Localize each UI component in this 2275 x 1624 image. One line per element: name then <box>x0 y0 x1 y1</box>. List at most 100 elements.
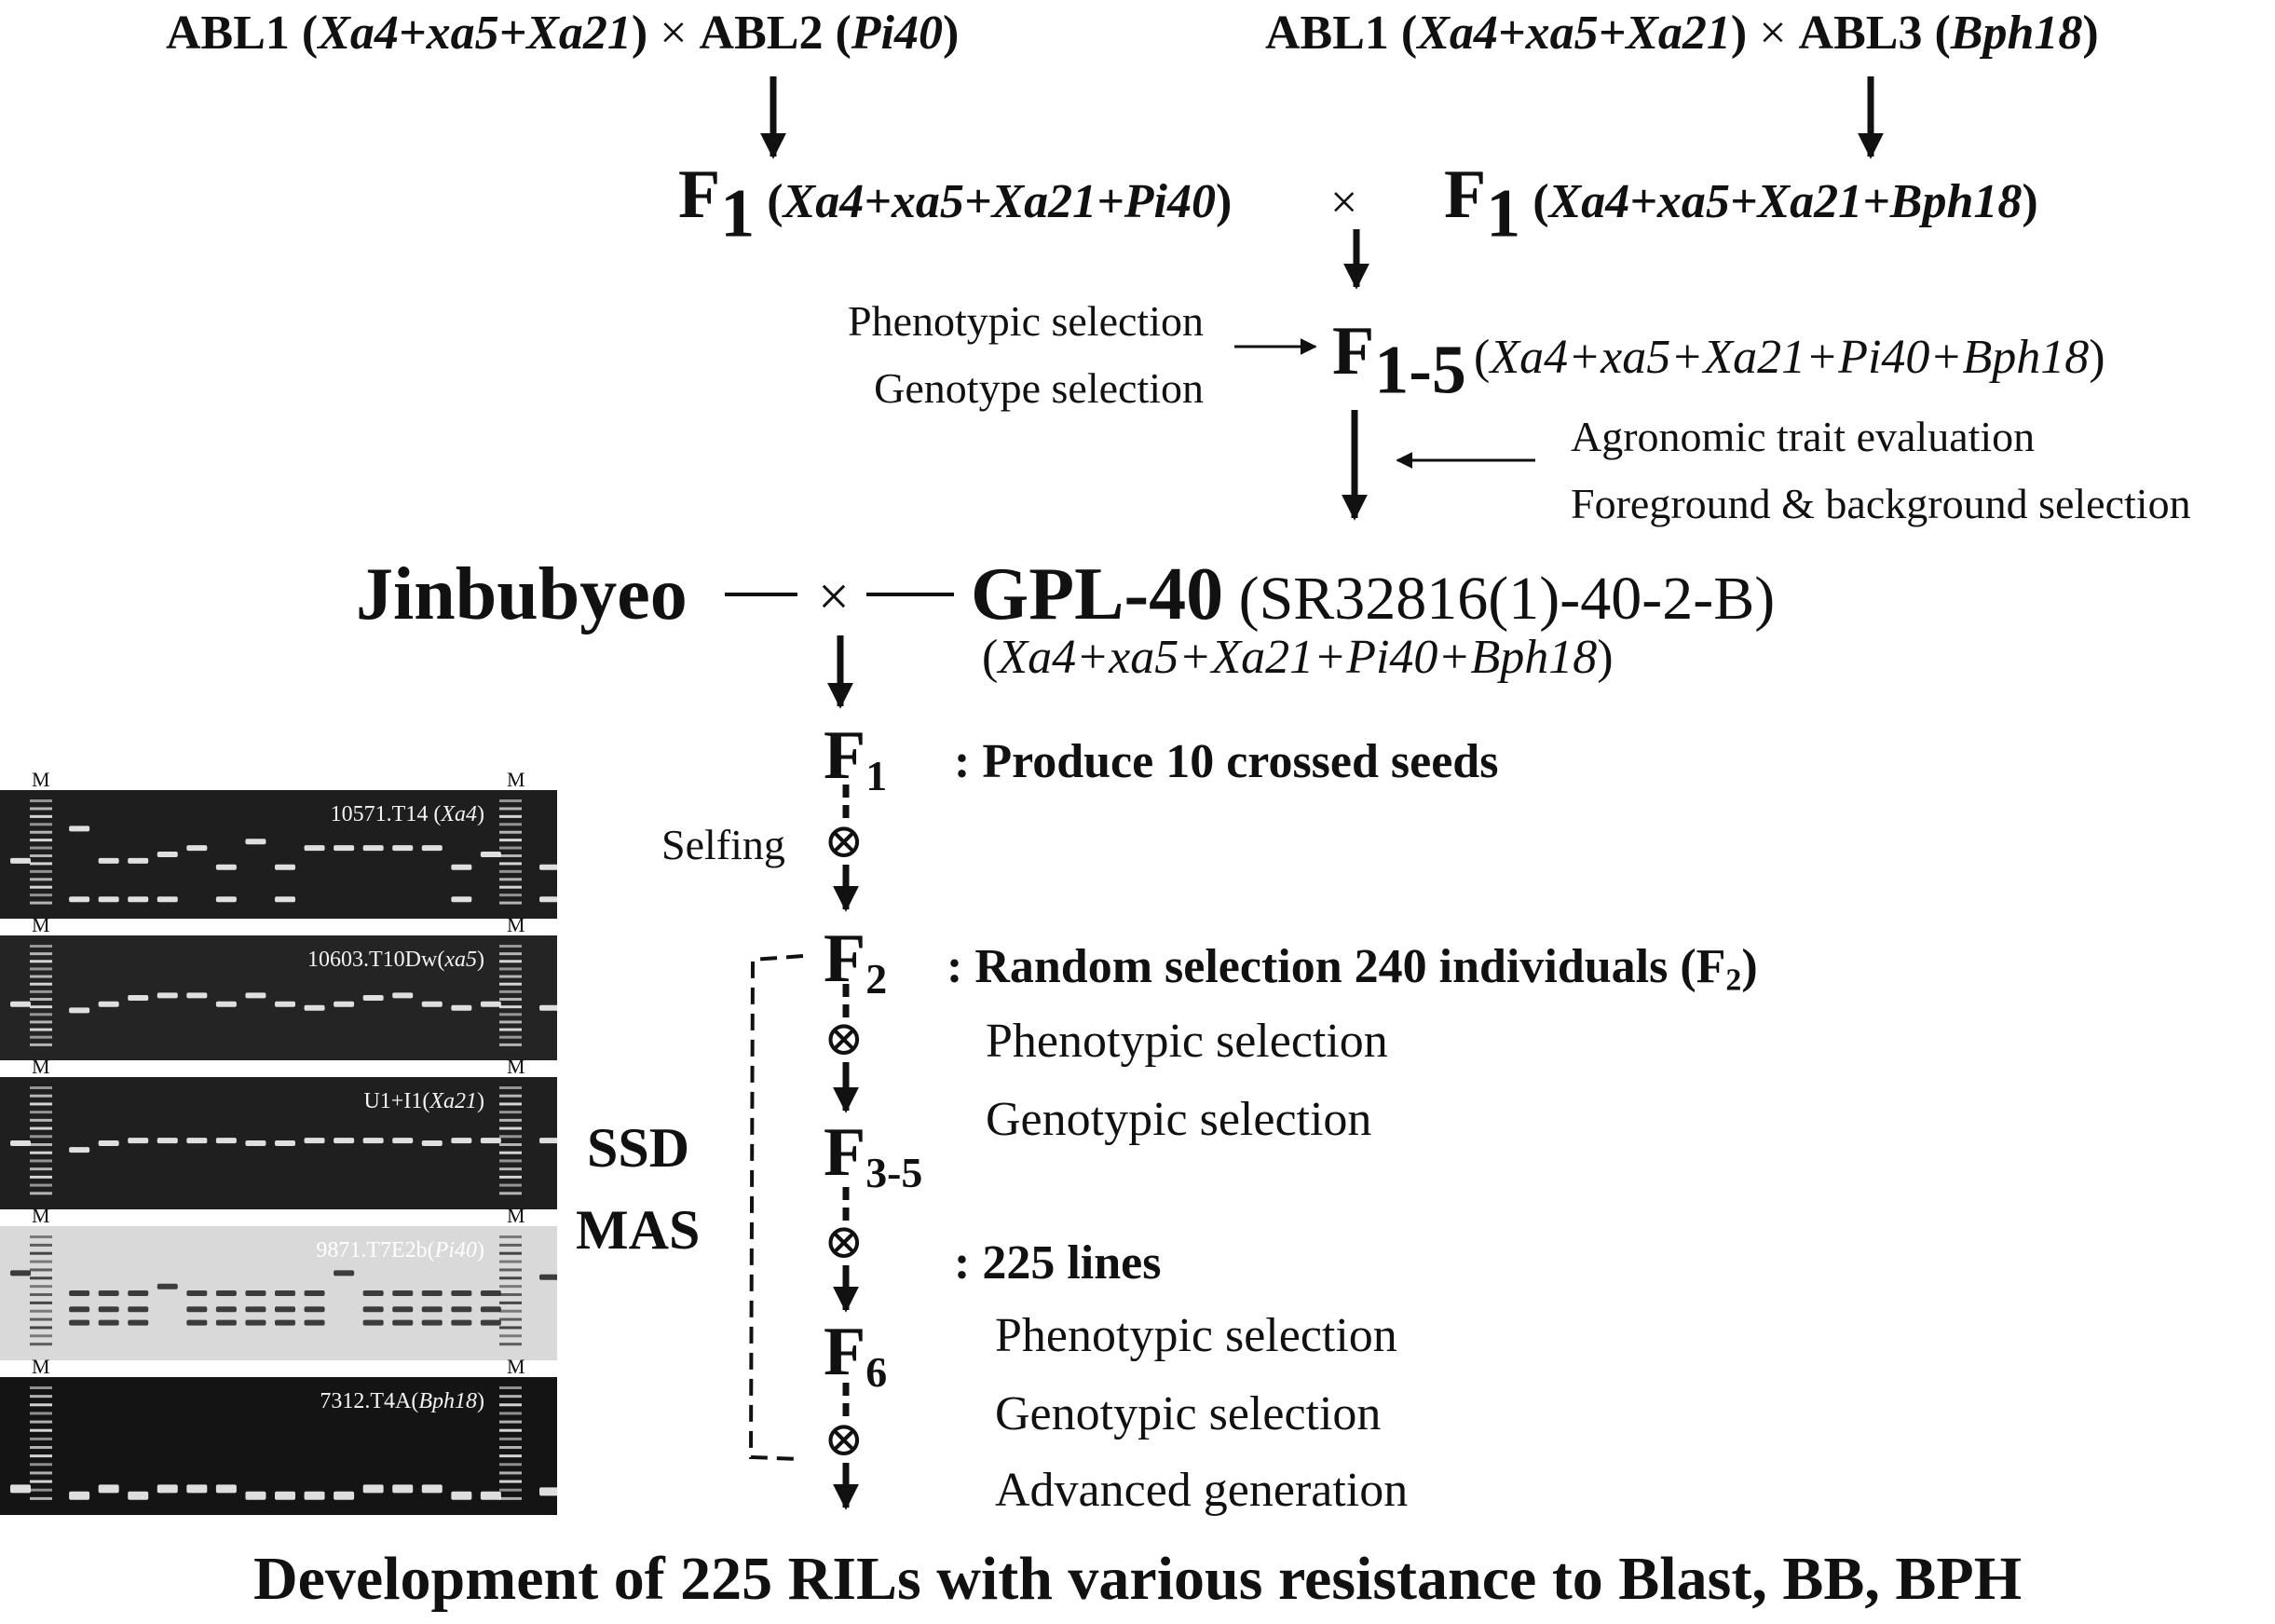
ladder-band <box>499 998 522 1001</box>
ladder-band <box>499 1317 522 1321</box>
f1-right-genes: Xa4+xa5+Xa21+Bph18 <box>1548 175 2023 228</box>
gel-band <box>334 1001 355 1007</box>
ladder-band <box>30 967 52 971</box>
ladder-band <box>499 1028 522 1031</box>
gel-band <box>245 1319 266 1326</box>
ladder-band <box>30 1293 52 1296</box>
gel-band <box>157 1138 178 1144</box>
cross1-parent1: ABL1 <box>166 7 290 60</box>
ladder-band <box>30 1334 52 1338</box>
gel-band <box>362 1319 384 1326</box>
gel-band <box>157 1283 178 1290</box>
self-symbol-4: ⊗ <box>824 1413 865 1467</box>
gel-band <box>157 896 178 903</box>
ladder-band <box>499 1159 522 1163</box>
f15-genes: (Xa4+xa5+Xa21+Pi40+Bph18) <box>1474 331 2105 384</box>
gel-band <box>421 1001 443 1007</box>
gel-band <box>539 864 557 870</box>
gel-band <box>304 845 325 852</box>
ladder-band <box>499 1326 522 1330</box>
cross1-parent2-genes: Pi40 <box>851 7 944 60</box>
f1-left: F1 (Xa4+xa5+Xa21+Pi40) <box>678 157 1233 252</box>
gel-band <box>10 1484 31 1494</box>
generation-f6: F6 <box>824 1314 888 1396</box>
cross1-parent2: ABL2 <box>699 7 824 60</box>
ladder-band <box>30 1013 52 1017</box>
gel-band <box>98 1484 119 1494</box>
gel-image-4 <box>0 1226 557 1360</box>
ladder-band <box>30 1446 52 1449</box>
ladder-band <box>499 1086 522 1089</box>
gel-band <box>245 839 266 845</box>
step-f6-advanced: Advanced generation <box>995 1464 1409 1517</box>
ladder-band <box>499 1102 522 1106</box>
gel-band <box>245 1140 266 1146</box>
gel-band <box>362 1306 384 1313</box>
step-f2-genotypic: Genotypic selection <box>986 1093 1372 1146</box>
ladder-band <box>30 1260 52 1263</box>
ladder-band <box>30 1243 52 1247</box>
ladder-band <box>499 952 522 956</box>
ladder-band <box>30 1285 52 1289</box>
gel-band <box>245 1306 266 1313</box>
gel-band <box>392 1484 414 1494</box>
gel-band <box>392 1290 414 1296</box>
ladder-band <box>499 1334 522 1338</box>
gel-band <box>451 1004 472 1011</box>
ladder-band <box>30 814 52 818</box>
ladder-band <box>499 1343 522 1346</box>
ladder-band <box>499 1446 522 1449</box>
gel-band <box>304 1138 325 1144</box>
ladder-band <box>499 807 522 811</box>
gel-band <box>186 992 208 999</box>
gel-band <box>186 1290 208 1296</box>
ladder-band <box>499 1480 522 1483</box>
gel-band <box>128 1319 149 1326</box>
ladder-band <box>499 1471 522 1475</box>
gel-band <box>539 1138 557 1144</box>
cross2-parent1-genes: Xa4+xa5+Xa21 <box>1417 7 1731 60</box>
gel-band <box>128 1491 149 1500</box>
ladder-band <box>30 975 52 978</box>
ladder-band <box>30 1488 52 1492</box>
gel-label-3: U1+I1(Xa21) <box>363 1089 484 1113</box>
gel-label-2: 10603.T10Dw(xa5) <box>307 948 484 972</box>
gel-marker-left-4: M <box>32 1204 50 1227</box>
ladder-band <box>499 1309 522 1313</box>
ladder-band <box>30 1118 52 1122</box>
ladder-band <box>30 830 52 834</box>
gel-band <box>215 1290 237 1296</box>
ladder-band <box>499 830 522 834</box>
ladder-band <box>30 878 52 881</box>
ladder-band <box>499 1301 522 1304</box>
gel-band <box>539 1274 557 1280</box>
ladder-band <box>30 1151 52 1154</box>
cross2-parent2: ABL3 <box>1798 7 1923 60</box>
ladder-band <box>30 1480 52 1483</box>
gel-band <box>245 1290 266 1296</box>
gel-band <box>451 896 472 903</box>
gpl40-id: (SR32816(1)-40-2-B) <box>1223 565 1776 633</box>
ladder-band <box>499 1043 522 1046</box>
ladder-band <box>499 1395 522 1399</box>
ladder-band <box>30 1028 52 1031</box>
gel-band <box>334 1491 355 1500</box>
gel-band <box>157 852 178 857</box>
ladder-band <box>30 1192 52 1195</box>
ladder-band <box>499 854 522 857</box>
generation-f2: F2 <box>824 921 888 1003</box>
ladder-band <box>30 894 52 897</box>
ladder-band <box>30 1317 52 1321</box>
ssd-mas-bracket <box>748 954 804 1461</box>
ladder-band <box>30 952 52 956</box>
gel-band <box>275 896 295 903</box>
ladder-band <box>30 1086 52 1089</box>
gel-band <box>157 992 178 999</box>
ladder-band <box>30 1111 52 1114</box>
ladder-band <box>499 1268 522 1272</box>
ladder-band <box>30 1412 52 1415</box>
gel-band <box>480 1138 501 1144</box>
ladder-band <box>499 1192 522 1195</box>
cross2-symbol: × <box>1759 7 1787 60</box>
